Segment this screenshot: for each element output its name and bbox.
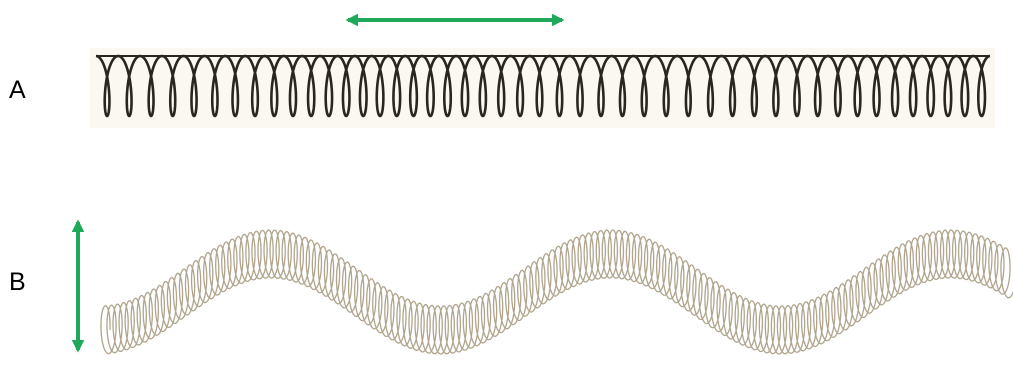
panel-label-b: B xyxy=(9,270,26,295)
panel-label-a: A xyxy=(9,78,26,103)
spring-b-coil xyxy=(101,230,1013,354)
transverse-spring xyxy=(101,230,1013,354)
